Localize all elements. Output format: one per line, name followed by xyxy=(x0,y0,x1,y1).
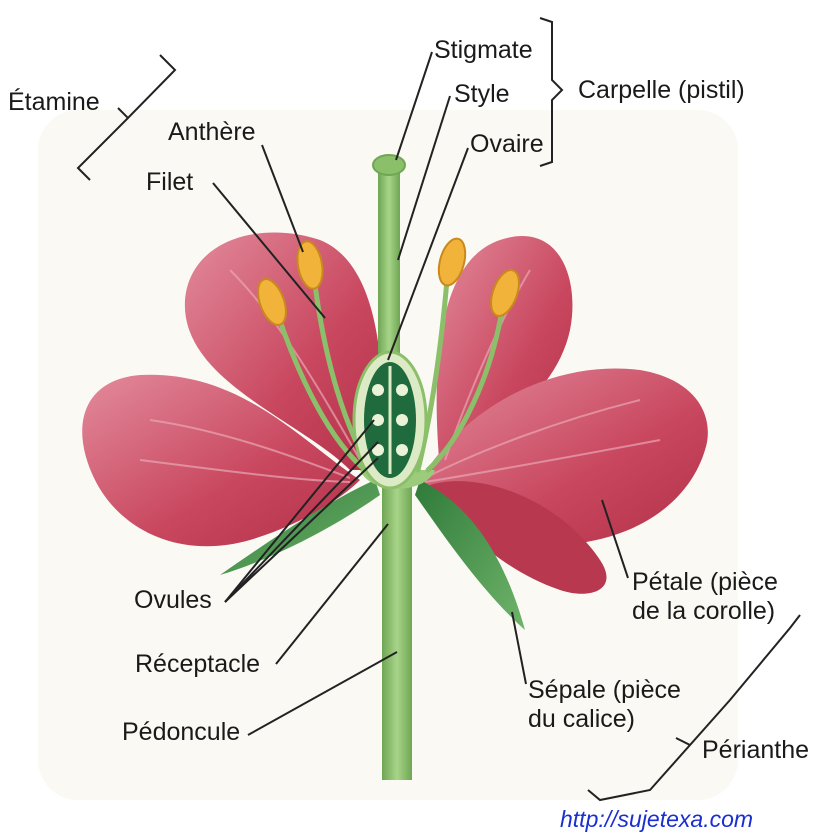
style xyxy=(378,170,400,370)
source-link[interactable]: http://sujetexa.com xyxy=(560,806,753,833)
bracket-etamine xyxy=(78,55,175,180)
leader-stigmate xyxy=(396,52,432,160)
label-pedoncule: Pédoncule xyxy=(122,718,240,747)
label-ovaire: Ovaire xyxy=(470,130,544,159)
label-filet: Filet xyxy=(146,168,193,197)
label-sepale-line2: du calice) xyxy=(528,705,681,734)
label-petale: Pétale (pièce de la corolle) xyxy=(632,568,778,626)
label-petale-line1: Pétale (pièce xyxy=(632,568,778,597)
label-petale-line2: de la corolle) xyxy=(632,597,778,626)
label-carpelle: Carpelle (pistil) xyxy=(578,76,745,105)
label-receptacle: Réceptacle xyxy=(135,650,260,679)
ovule xyxy=(396,414,408,426)
label-anthere: Anthère xyxy=(168,118,256,147)
ovule xyxy=(372,384,384,396)
leader-pedoncule xyxy=(248,652,397,735)
ovule xyxy=(396,444,408,456)
label-ovules: Ovules xyxy=(134,586,212,615)
label-sepale-line1: Sépale (pièce xyxy=(528,676,681,705)
ovule xyxy=(396,384,408,396)
label-stigmate: Stigmate xyxy=(434,36,533,65)
label-style: Style xyxy=(454,80,510,109)
stigma xyxy=(373,155,405,175)
leader-style xyxy=(398,96,450,260)
label-sepale: Sépale (pièce du calice) xyxy=(528,676,681,734)
label-perianthe: Périanthe xyxy=(702,736,809,765)
label-etamine: Étamine xyxy=(8,88,100,117)
